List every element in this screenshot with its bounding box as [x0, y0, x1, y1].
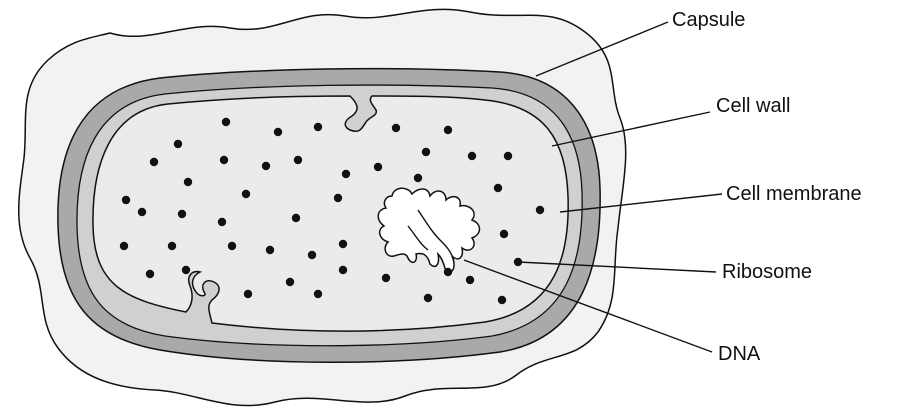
ribosome-dot	[220, 156, 228, 164]
ribosome-dot	[146, 270, 154, 278]
ribosome-dot	[494, 184, 502, 192]
ribosome-dot	[424, 294, 432, 302]
ribosome-dot	[466, 276, 474, 284]
ribosome-dot	[150, 158, 158, 166]
ribosome-dot	[292, 214, 300, 222]
ribosome-dot	[294, 156, 302, 164]
ribosome-dot	[504, 152, 512, 160]
ribosome-dot	[228, 242, 236, 250]
ribosome-dot	[266, 246, 274, 254]
ribosome-dot	[536, 206, 544, 214]
ribosome-dot	[242, 190, 250, 198]
ribosome-dot	[339, 240, 347, 248]
ribosome-dot	[222, 118, 230, 126]
ribosome-dot	[168, 242, 176, 250]
ribosome-dot	[339, 266, 347, 274]
ribosome-dot	[422, 148, 430, 156]
ribosome-dot	[414, 174, 422, 182]
ribosome-dot	[218, 218, 226, 226]
ribosome-dot	[374, 163, 382, 171]
ribosome-dot	[314, 123, 322, 131]
cell-membrane-label: Cell membrane	[726, 183, 862, 205]
ribosome-dot	[274, 128, 282, 136]
ribosome-dot	[498, 296, 506, 304]
ribosome-dot	[174, 140, 182, 148]
ribosome-dot	[184, 178, 192, 186]
ribosome-dot	[392, 124, 400, 132]
ribosome-dot	[262, 162, 270, 170]
cell-membrane	[93, 96, 568, 331]
cell-wall-label: Cell wall	[716, 95, 790, 117]
ribosome-dot	[468, 152, 476, 160]
ribosome-dot	[182, 266, 190, 274]
dna-label: DNA	[718, 343, 761, 365]
ribosome-dot	[178, 210, 186, 218]
ribosome-dot	[286, 278, 294, 286]
ribosome-dot	[334, 194, 342, 202]
ribosome-dot	[342, 170, 350, 178]
ribosome-dot	[314, 290, 322, 298]
ribosome-dot	[120, 242, 128, 250]
ribosome-dot	[500, 230, 508, 238]
ribosome-dot	[382, 274, 390, 282]
capsule-label: Capsule	[672, 9, 745, 31]
ribosome-label: Ribosome	[722, 261, 812, 283]
ribosome-dot	[138, 208, 146, 216]
ribosome-dot	[444, 126, 452, 134]
ribosome-dot	[244, 290, 252, 298]
ribosome-dot	[308, 251, 316, 259]
ribosome-dot	[122, 196, 130, 204]
ribosome-dot	[444, 268, 452, 276]
